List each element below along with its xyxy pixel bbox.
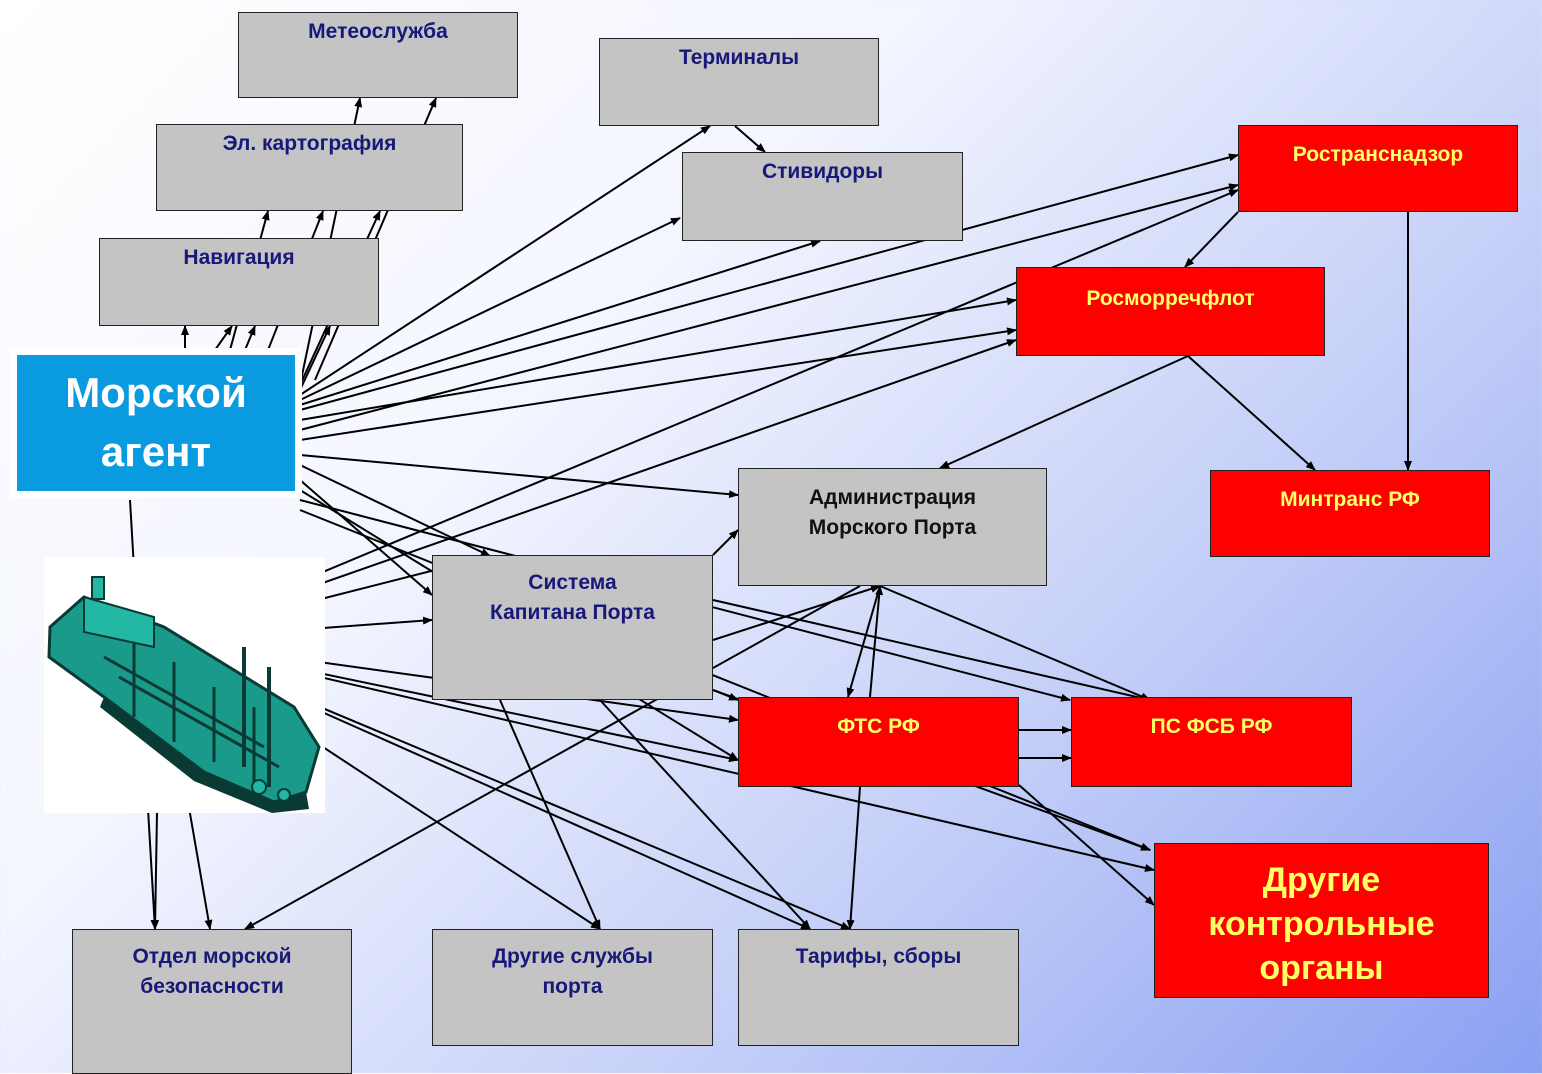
node-maritime-agent: Морской агент [10,348,302,498]
edge-arrow-27 [712,529,739,556]
edge-arrow-7 [244,325,256,351]
edge-arrow-54 [499,699,601,930]
node-harbor-master-system: Система Капитана Порта [432,555,713,700]
edge-arrow-12 [734,125,766,153]
edge-arrow-30 [712,599,1151,702]
node-meteo-service: Метеослужба [238,12,518,98]
edge-arrow-53 [599,699,811,930]
node-tariffs-fees: Тарифы, сборы [738,929,1019,1046]
edge-arrow-36 [1018,784,1155,906]
edge-arrow-16 [299,327,1017,441]
edge-arrow-31 [846,585,881,698]
node-fts: ФТС РФ [738,697,1019,787]
node-port-administration: Администрация Морского Порта [738,468,1047,586]
node-rosmorrechflot: Росморречфлот [1016,267,1325,356]
edge-arrow-15 [299,183,1239,431]
node-navigation: Навигация [99,238,379,326]
node-maritime-agent-label: Морской агент [17,355,295,491]
node-ps-fsb: ПС ФСБ РФ [1071,697,1352,787]
tanker-ship-icon [44,557,325,813]
edge-arrow-14 [299,297,1017,421]
node-other-port-services: Другие службы порта [432,929,713,1046]
edge-arrow-49 [159,189,1239,641]
edge-arrow-28 [712,584,881,641]
edge-arrow-9 [299,125,711,396]
edge-arrow-19 [1187,355,1316,471]
edge-arrow-17 [1184,211,1239,268]
edge-arrow-6 [214,325,233,351]
edge-arrow-8 [299,325,331,391]
edge-arrow-13 [299,153,1239,411]
edge-arrow-21 [299,454,739,499]
node-terminals: Терминалы [599,38,879,126]
node-maritime-security-dept: Отдел морской безопасности [72,929,352,1074]
edge-arrow-39 [159,639,1155,872]
edge-arrow-10 [299,217,681,401]
node-other-control-bodies: Другие контрольные органы [1154,843,1489,998]
node-stevedores: Стивидоры [682,152,963,241]
edge-arrow-33 [879,585,1151,701]
edge-arrow-48 [244,585,861,930]
edge-arrow-37 [846,786,861,930]
edge-arrow-32 [869,585,884,698]
edge-arrow-18 [939,355,1189,469]
node-rostransnadzor: Ространснадзор [1238,125,1518,212]
node-electronic-cartography: Эл. картография [156,124,463,211]
node-mintrans: Минтранс РФ [1210,470,1490,557]
edge-arrow-11 [299,239,821,406]
